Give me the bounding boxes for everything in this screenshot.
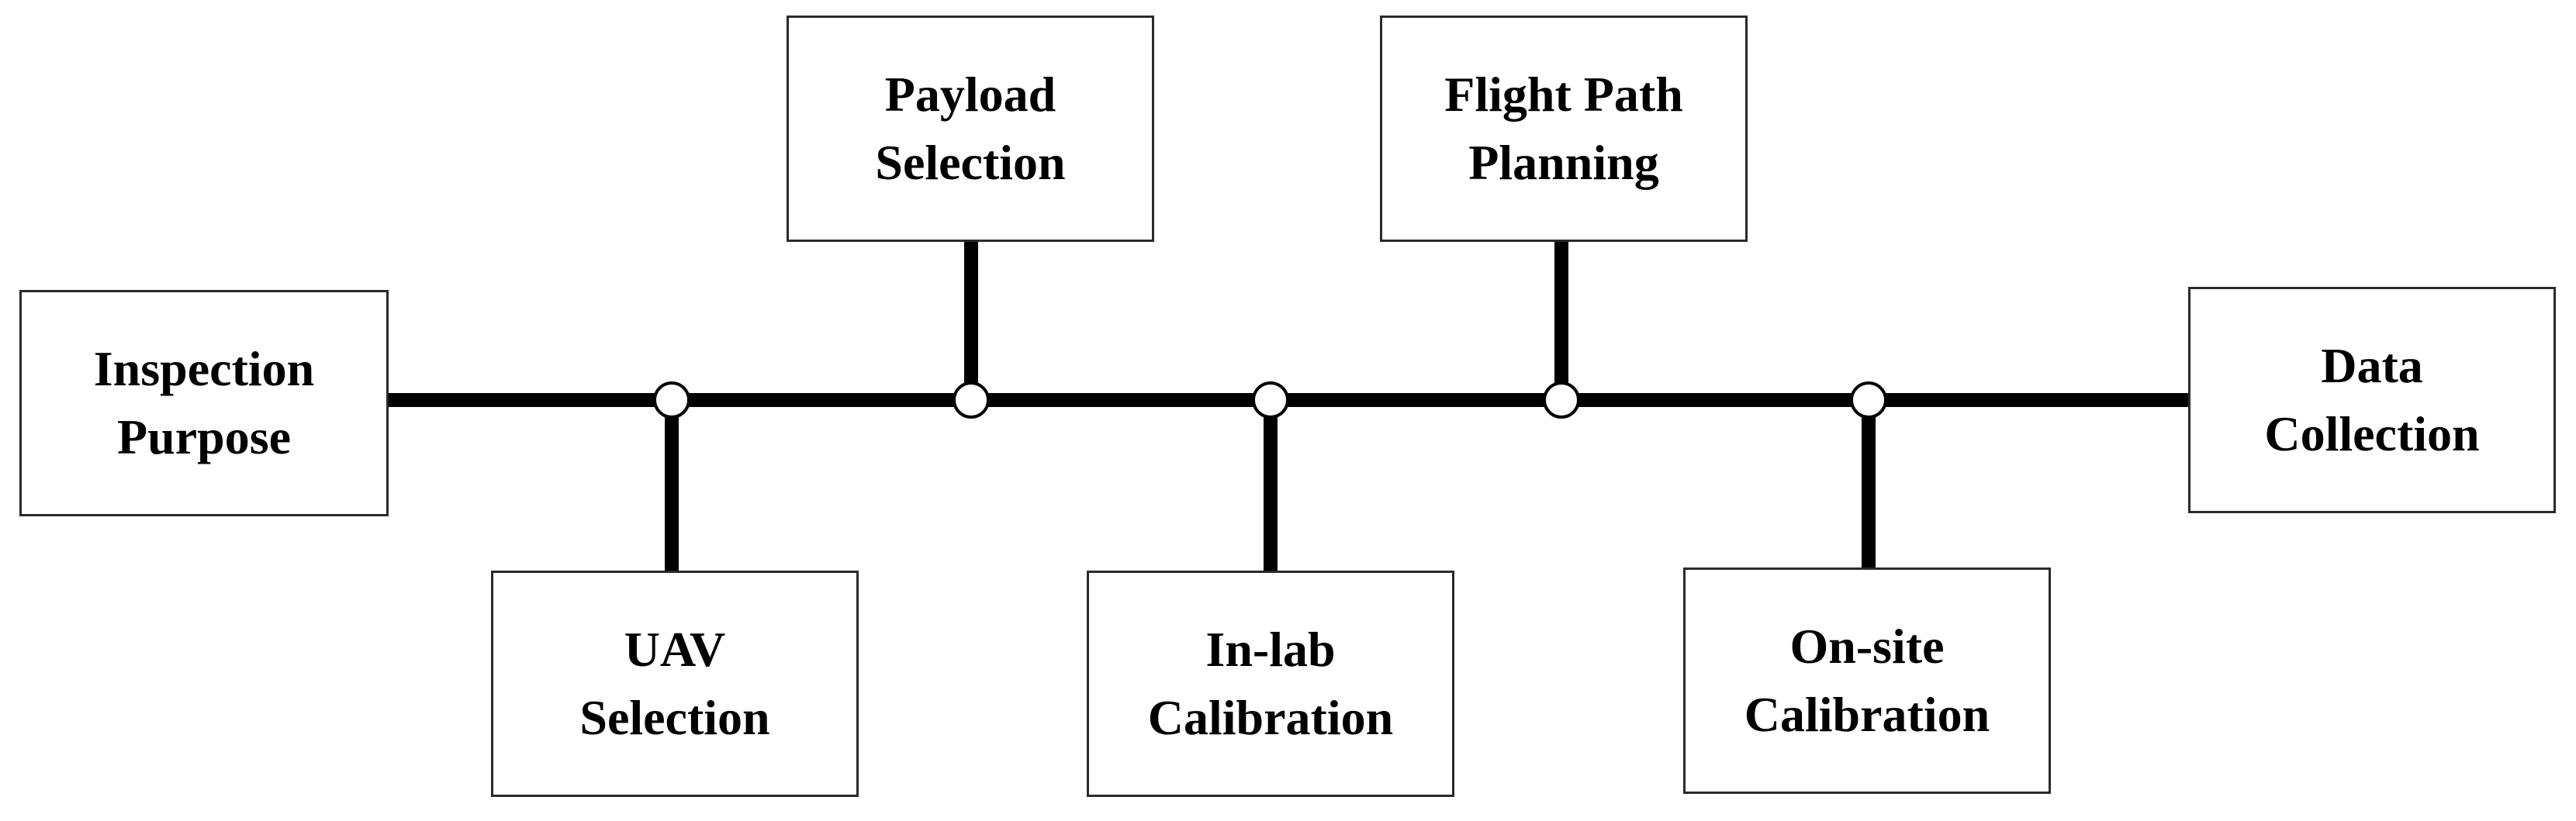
step-uav-selection: UAV Selection (491, 571, 859, 797)
step-label: In-lab Calibration (1147, 622, 1394, 745)
step-label: Inspection Purpose (93, 341, 315, 464)
step-onsite-calibration: On-site Calibration (1683, 567, 2051, 794)
step-label: On-site Calibration (1744, 619, 1990, 742)
step-inlab-calibration: In-lab Calibration (1087, 571, 1454, 797)
step-label: Payload Selection (875, 67, 1066, 190)
step-label: Flight Path Planning (1444, 67, 1683, 190)
junction-node-onsite (1850, 381, 1887, 419)
step-label: UAV Selection (579, 622, 770, 745)
junction-node-flight-path (1543, 381, 1580, 419)
step-label: Data Collection (2264, 338, 2480, 461)
junction-node-payload (953, 381, 990, 419)
junction-node-inlab (1252, 381, 1289, 419)
step-data-collection: Data Collection (2188, 287, 2556, 513)
step-payload-selection: Payload Selection (787, 16, 1154, 242)
step-flight-path-planning: Flight Path Planning (1380, 16, 1748, 242)
junction-node-uav (653, 381, 690, 419)
step-inspection-purpose: Inspection Purpose (19, 290, 389, 516)
